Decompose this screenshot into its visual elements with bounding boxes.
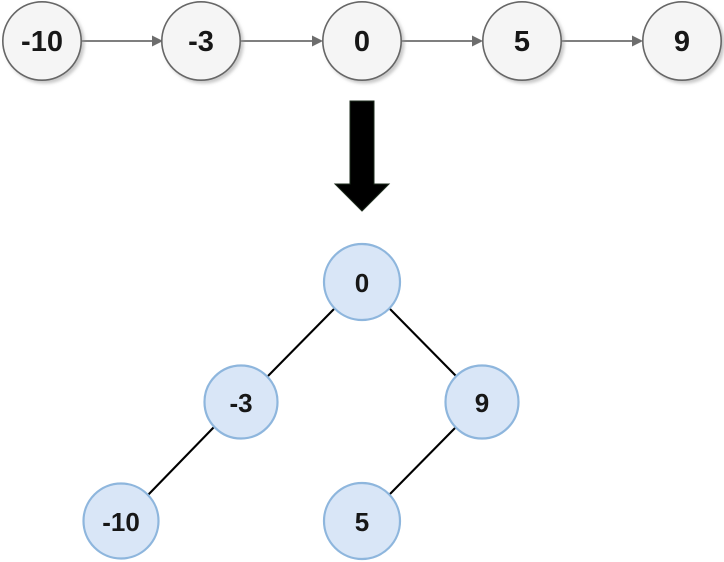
bst-node-root[interactable]: 0	[322, 242, 402, 322]
bst-edge-root-to-left	[267, 308, 335, 377]
bst-node-left-child[interactable]: -3	[203, 364, 279, 440]
linked-list-node-label: -3	[188, 26, 214, 58]
linked-list-node-shape[interactable]	[641, 0, 722, 82]
transform-down-arrow	[333, 100, 391, 212]
linked-list-node-shape[interactable]	[481, 0, 562, 82]
bst-node-shape[interactable]	[322, 242, 402, 322]
linked-list-node-4[interactable]: 9	[641, 0, 722, 82]
linked-list-edge-0	[82, 35, 163, 47]
bst-node-label: -3	[229, 388, 252, 418]
linked-list-node-shape[interactable]	[1, 0, 83, 82]
linked-list-node-2[interactable]: 0	[321, 0, 402, 82]
bst-node-right-child[interactable]: 9	[444, 364, 520, 440]
bst-edge-root-to-right	[389, 308, 457, 377]
linked-list-edge-1	[241, 35, 323, 47]
bst-node-shape[interactable]	[82, 482, 160, 560]
linked-list-edge-3	[562, 35, 643, 47]
down-arrow-icon	[333, 100, 391, 212]
bst-node-label: 0	[355, 268, 369, 298]
linked-list-node-label: -10	[21, 26, 63, 58]
linked-list-node-label: 0	[354, 26, 370, 58]
bst-node-shape[interactable]	[203, 364, 279, 440]
arrow-head-icon	[312, 35, 323, 47]
bst-node-label: 5	[355, 507, 369, 537]
bst-node-shape[interactable]	[322, 481, 402, 561]
bst-edges	[147, 308, 457, 496]
bst-edge-right-to-rightleft	[388, 426, 457, 496]
linked-list-edge-2	[402, 35, 483, 47]
bst-node-label: -10	[102, 507, 140, 537]
bst-nodes: 0 -3 9 -10 5	[82, 242, 520, 561]
arrow-head-icon	[472, 35, 483, 47]
bst-node-label: 9	[475, 388, 489, 418]
bst-node-right-left-child[interactable]: 5	[322, 481, 402, 561]
linked-list-node-1[interactable]: -3	[161, 0, 242, 82]
linked-list-node-3[interactable]: 5	[481, 0, 562, 82]
bst-node-left-left-child[interactable]: -10	[82, 482, 160, 560]
linked-list-node-0[interactable]: -10	[1, 0, 83, 82]
linked-list-nodes: -10 -3 0 5 9	[1, 0, 722, 82]
linked-list-node-shape[interactable]	[161, 0, 242, 82]
bst-edge-left-to-leftleft	[147, 426, 215, 496]
linked-list-node-label: 9	[674, 26, 690, 58]
linked-list-edges	[82, 35, 643, 47]
arrow-head-icon	[632, 35, 643, 47]
bst-node-shape[interactable]	[444, 364, 520, 440]
linked-list-node-shape[interactable]	[321, 0, 402, 82]
arrow-head-icon	[152, 35, 163, 47]
linked-list-node-label: 5	[514, 26, 530, 58]
